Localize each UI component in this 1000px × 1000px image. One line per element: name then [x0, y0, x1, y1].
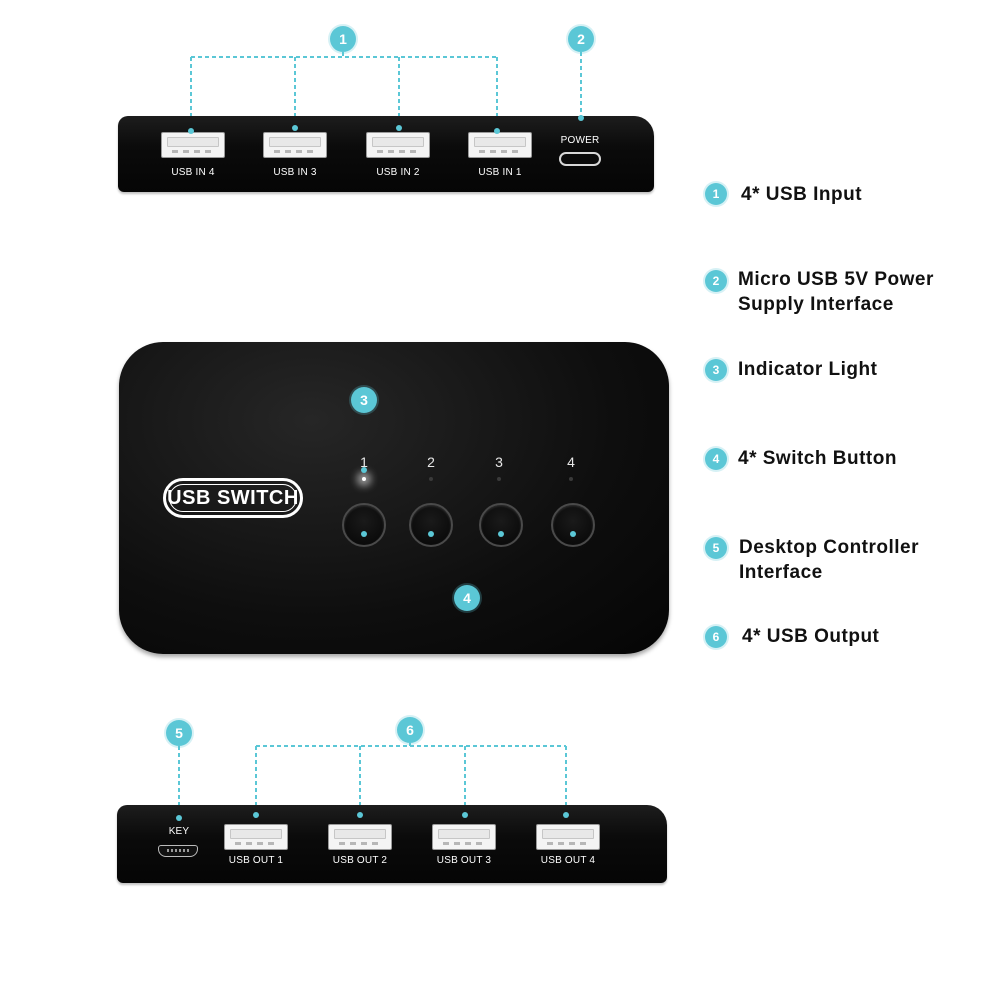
legend-text-2-line-2: Supply Interface	[738, 294, 894, 315]
callout-badge-3: 3	[351, 387, 377, 413]
indicator-light-2	[429, 477, 433, 481]
legend-text-2-line-1: Micro USB 5V Power	[738, 269, 934, 290]
logo-text: USB SWITCH	[167, 486, 299, 509]
usb-out-4-label: USB OUT 4	[540, 855, 596, 866]
switch-button-3[interactable]	[479, 503, 523, 547]
button-number-4: 4	[567, 454, 575, 470]
usb-output-port-2	[328, 824, 392, 850]
indicator-light-1	[362, 477, 366, 481]
callout-badge-4: 4	[454, 585, 480, 611]
legend-badge-2: 2	[705, 270, 727, 292]
usb-input-port-3	[263, 132, 327, 158]
legend-text-3: Indicator Light	[738, 359, 878, 380]
callout-badge-6: 6	[397, 717, 423, 743]
legend-text-6: 4* USB Output	[742, 626, 880, 647]
legend-badge-3: 3	[705, 359, 727, 381]
usb-in-2-label: USB IN 2	[376, 167, 420, 178]
indicator-light-3	[497, 477, 501, 481]
indicator-light-4	[569, 477, 573, 481]
usb-input-port-4	[161, 132, 225, 158]
legend-badge-5: 5	[705, 537, 727, 559]
button-number-3: 3	[495, 454, 503, 470]
legend-badge-6: 6	[705, 626, 727, 648]
usb-input-port-1	[468, 132, 532, 158]
usb-out-1-label: USB OUT 1	[228, 855, 284, 866]
button-number-2: 2	[427, 454, 435, 470]
usb-output-port-3	[432, 824, 496, 850]
legend-text-1: 4* USB Input	[741, 184, 863, 205]
usb-out-2-label: USB OUT 2	[332, 855, 388, 866]
usb-out-3-label: USB OUT 3	[436, 855, 492, 866]
usb-in-1-label: USB IN 1	[478, 167, 522, 178]
legend-badge-4: 4	[705, 448, 727, 470]
desktop-controller-port	[158, 845, 198, 857]
legend-text-5-line-2: Interface	[739, 562, 823, 583]
callout-badge-2: 2	[568, 26, 594, 52]
callout-badge-5: 5	[166, 720, 192, 746]
button-number-1: 1	[360, 454, 368, 470]
callout-badge-1: 1	[330, 26, 356, 52]
key-label: KEY	[168, 826, 190, 837]
legend-text-5: Desktop Controller Interface	[739, 535, 919, 585]
usb-in-3-label: USB IN 3	[273, 167, 317, 178]
switch-button-2[interactable]	[409, 503, 453, 547]
usb-switch-front-panel: KEY USB OUT 1 USB OUT 2 USB OUT 3 USB OU…	[117, 805, 667, 883]
usb-in-4-label: USB IN 4	[171, 167, 215, 178]
power-label: POWER	[560, 135, 600, 146]
power-port	[559, 152, 601, 166]
legend-text-5-line-1: Desktop Controller	[739, 537, 920, 558]
legend-text-2: Micro USB 5V Power Supply Interface	[738, 267, 934, 317]
legend-text-4: 4* Switch Button	[738, 448, 897, 469]
usb-switch-top-panel	[119, 342, 669, 654]
usb-switch-logo: USB SWITCH	[163, 478, 303, 518]
legend-badge-1: 1	[705, 183, 727, 205]
switch-button-1[interactable]	[342, 503, 386, 547]
usb-output-port-1	[224, 824, 288, 850]
usb-input-port-2	[366, 132, 430, 158]
usb-output-port-4	[536, 824, 600, 850]
usb-switch-back-panel: USB IN 4 USB IN 3 USB IN 2 USB IN 1 POWE…	[118, 116, 654, 192]
switch-button-4[interactable]	[551, 503, 595, 547]
